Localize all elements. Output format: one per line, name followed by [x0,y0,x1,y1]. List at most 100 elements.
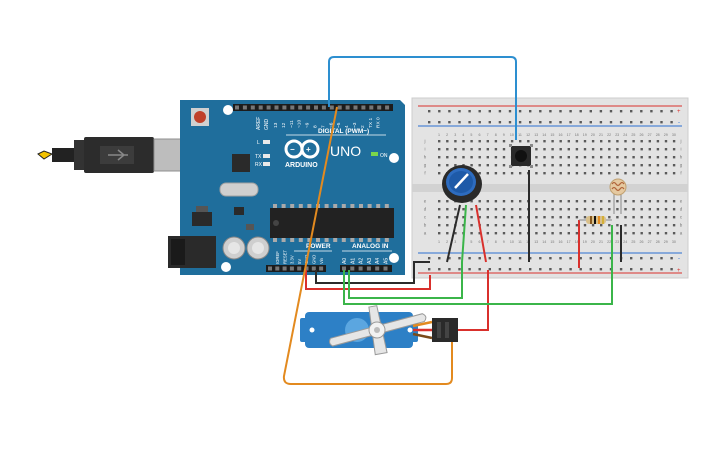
rail-hole[interactable] [468,268,471,271]
rail-hole[interactable] [630,257,633,260]
terminal-hole[interactable] [551,172,554,175]
rail-hole[interactable] [438,110,441,113]
terminal-hole[interactable] [608,148,611,151]
terminal-hole[interactable] [575,156,579,159]
rail-hole[interactable] [529,257,532,260]
terminal-hole[interactable] [478,172,481,175]
rail-hole[interactable] [559,121,562,124]
terminal-hole[interactable] [591,148,595,151]
terminal-hole[interactable] [567,156,570,159]
terminal-hole[interactable] [543,148,546,151]
rail-hole[interactable] [599,110,603,113]
terminal-hole[interactable] [656,156,660,159]
terminal-hole[interactable] [648,172,651,175]
terminal-hole[interactable] [502,208,506,211]
rail-hole[interactable] [539,257,542,260]
terminal-hole[interactable] [470,224,473,227]
terminal-hole[interactable] [486,216,489,219]
header-pin[interactable] [377,105,382,110]
terminal-hole[interactable] [616,200,619,203]
rail-hole[interactable] [599,257,603,260]
terminal-hole[interactable] [519,216,522,219]
terminal-hole[interactable] [567,164,570,167]
terminal-hole[interactable] [502,164,506,167]
terminal-hole[interactable] [648,232,651,235]
terminal-hole[interactable] [567,208,570,211]
terminal-hole[interactable] [519,172,522,175]
terminal-hole[interactable] [624,156,627,159]
rail-hole[interactable] [508,121,512,124]
terminal-hole[interactable] [591,224,595,227]
terminal-hole[interactable] [664,156,668,159]
terminal-hole[interactable] [583,200,587,203]
rail-hole[interactable] [478,257,481,260]
rail-hole[interactable] [630,110,633,113]
terminal-hole[interactable] [486,208,489,211]
terminal-hole[interactable] [632,216,635,219]
header-pin[interactable] [266,105,271,110]
rail-hole[interactable] [579,257,582,260]
terminal-hole[interactable] [632,156,635,159]
rail-hole[interactable] [670,257,673,260]
terminal-hole[interactable] [575,140,579,143]
terminal-hole[interactable] [567,224,570,227]
rail-hole[interactable] [640,121,643,124]
rail-hole[interactable] [650,110,653,113]
rail-hole[interactable] [438,268,441,271]
header-pin[interactable] [242,105,247,110]
rail-hole[interactable] [468,121,471,124]
red-wire-pot[interactable] [475,204,487,263]
terminal-hole[interactable] [502,216,506,219]
terminal-hole[interactable] [672,216,676,219]
terminal-hole[interactable] [672,148,676,151]
rail-hole[interactable] [650,268,653,271]
terminal-hole[interactable] [616,148,619,151]
rail-hole[interactable] [488,257,491,260]
power-pin[interactable] [304,266,309,271]
header-pin[interactable] [298,105,303,110]
rail-hole[interactable] [518,268,522,271]
terminal-hole[interactable] [624,232,627,235]
terminal-hole[interactable] [510,232,514,235]
terminal-hole[interactable] [672,208,676,211]
terminal-hole[interactable] [575,200,579,203]
terminal-hole[interactable] [575,216,579,219]
orange-wire-servo[interactable] [282,106,453,385]
terminal-hole[interactable] [494,200,498,203]
terminal-hole[interactable] [600,208,603,211]
terminal-hole[interactable] [438,216,441,219]
terminal-hole[interactable] [648,224,651,227]
terminal-hole[interactable] [600,140,603,143]
rail-hole[interactable] [529,268,532,271]
servo-motor[interactable] [300,305,458,356]
terminal-hole[interactable] [535,148,538,151]
rail-hole[interactable] [660,268,663,271]
rail-hole[interactable] [549,257,552,260]
terminal-hole[interactable] [632,208,635,211]
terminal-hole[interactable] [486,224,489,227]
terminal-hole[interactable] [478,208,481,211]
terminal-hole[interactable] [648,216,651,219]
terminal-hole[interactable] [600,232,603,235]
terminal-hole[interactable] [462,148,465,151]
analog-pin[interactable] [358,266,363,271]
terminal-hole[interactable] [446,200,449,203]
header-pin[interactable] [282,105,287,110]
terminal-hole[interactable] [624,140,627,143]
rail-hole[interactable] [559,257,562,260]
terminal-hole[interactable] [543,140,546,143]
rail-hole[interactable] [478,110,481,113]
rail-hole[interactable] [569,268,572,271]
terminal-hole[interactable] [648,156,651,159]
terminal-hole[interactable] [462,140,465,143]
power-pin[interactable] [297,266,302,271]
terminal-hole[interactable] [616,216,619,219]
terminal-hole[interactable] [624,164,627,167]
header-pin[interactable] [306,105,311,110]
terminal-hole[interactable] [519,208,522,211]
terminal-hole[interactable] [454,208,457,211]
terminal-hole[interactable] [648,200,651,203]
terminal-hole[interactable] [616,164,619,167]
terminal-hole[interactable] [600,164,603,167]
terminal-hole[interactable] [438,164,441,167]
